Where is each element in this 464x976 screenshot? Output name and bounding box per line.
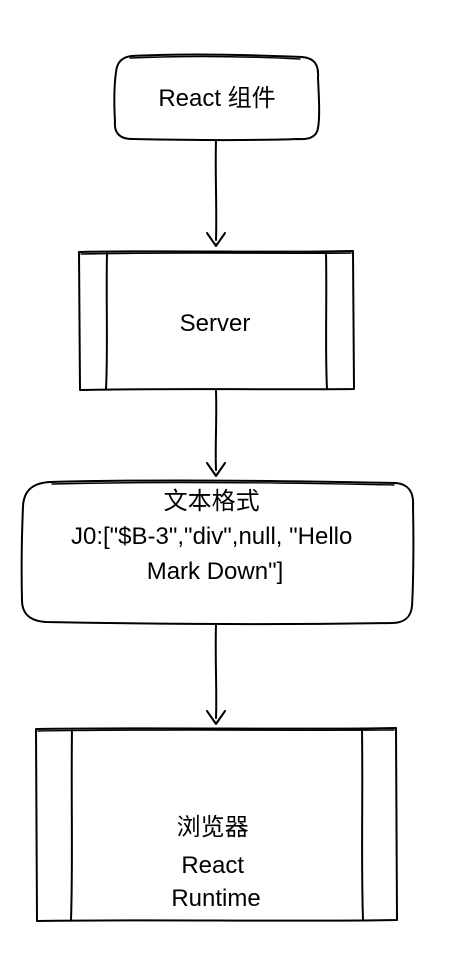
node-browser-box (35, 727, 398, 922)
node-text-format-label: 文本格式 J0:["$B-3","div",null, "Hello Mark … (71, 488, 359, 585)
arrow-1 (206, 139, 226, 247)
arrow-3 (206, 623, 226, 725)
node-text-format: 文本格式 J0:["$B-3","div",null, "Hello Mark … (20, 479, 415, 626)
node-react-component-box (113, 53, 321, 142)
node-server-label: Server (180, 310, 251, 337)
node-browser-label: 浏览器 React Runtime (171, 814, 260, 912)
node-browser: 浏览器 React Runtime (35, 727, 398, 922)
arrow-2 (206, 390, 226, 477)
node-react-component: React 组件 (113, 53, 321, 142)
node-react-component-label: React 组件 (158, 85, 275, 112)
node-text-format-box (20, 479, 415, 626)
node-server: Server (78, 250, 355, 391)
node-server-box (78, 250, 355, 391)
